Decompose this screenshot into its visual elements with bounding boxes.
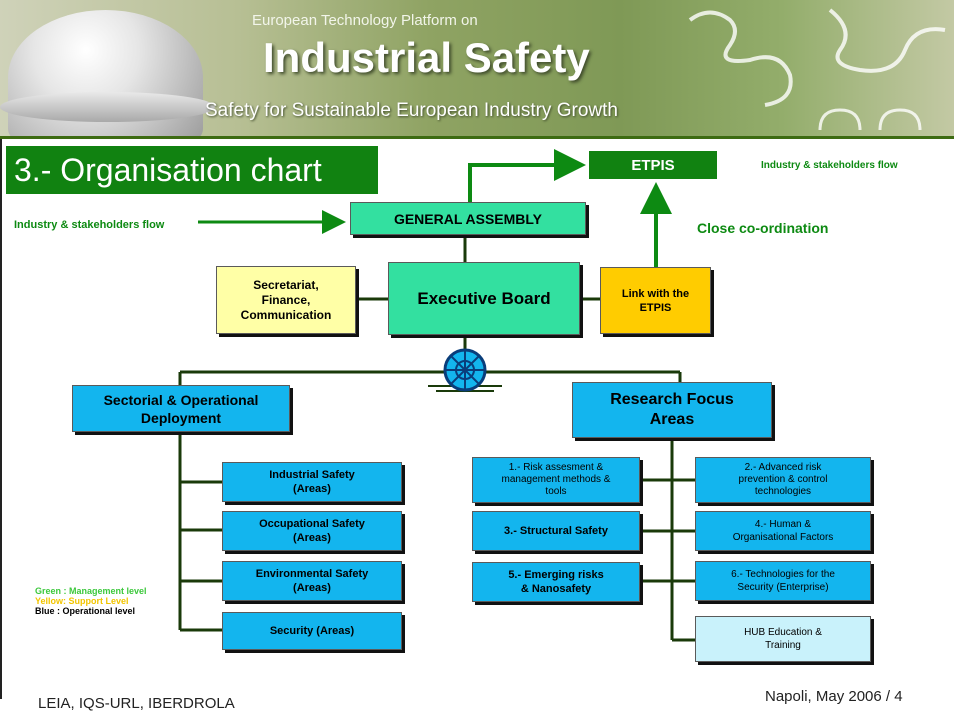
flow-label-left: Industry & stakeholders flow [14, 219, 165, 231]
general-assembly-box: GENERAL ASSEMBLY [350, 202, 586, 235]
legend-yellow: Yellow: Support Level [35, 596, 129, 606]
puzzle-pieces-icon [688, 8, 946, 131]
sectorial-item: Occupational Safety (Areas) [222, 511, 402, 551]
legend-blue: Blue : Operational level [35, 606, 136, 616]
header-divider [0, 136, 954, 139]
assembly-to-etpis-arrow [468, 149, 586, 202]
header-banner: European Technology Platform on Industri… [0, 0, 954, 136]
footer-credits: LEIA, IQS-URL, IBERDROLA [38, 695, 235, 712]
sectorial-deployment-box: Sectorial & Operational Deployment [72, 385, 290, 432]
executive-board-box: Executive Board [388, 262, 580, 335]
research-item: HUB Education & Training [695, 616, 871, 662]
research-focus-box: Research Focus Areas [572, 382, 772, 438]
sectorial-item: Environmental Safety (Areas) [222, 561, 402, 601]
close-coordination-label: Close co-ordination [697, 220, 829, 236]
research-item: 5.- Emerging risks & Nanosafety [472, 562, 640, 602]
etpis-box: ETPIS [589, 151, 717, 179]
legend-green: Green : Management level [35, 586, 147, 596]
research-item: 1.- Risk assesment & management methods … [472, 457, 640, 503]
footer-page-info: Napoli, May 2006 / 4 [765, 688, 903, 705]
research-item: 3.- Structural Safety [472, 511, 640, 551]
research-item: 2.- Advanced risk prevention & control t… [695, 457, 871, 503]
banner-subtitle: Safety for Sustainable European Industry… [205, 100, 618, 121]
link-etpis-box: Link with the ETPIS [600, 267, 711, 334]
secretariat-box: Secretariat, Finance, Communication [216, 266, 356, 334]
hard-hat-brim [0, 92, 215, 122]
sectorial-item: Industrial Safety (Areas) [222, 462, 402, 502]
research-item: 4.- Human & Organisational Factors [695, 511, 871, 551]
left-border [0, 139, 2, 699]
slide-title: 3.- Organisation chart [6, 146, 378, 194]
flow-label-right: Industry & stakeholders flow [761, 160, 898, 171]
banner-title: Industrial Safety [263, 34, 590, 81]
research-item: 6.- Technologies for the Security (Enter… [695, 561, 871, 601]
sectorial-item: Security (Areas) [222, 612, 402, 650]
banner-tagline: European Technology Platform on [252, 12, 478, 29]
hub-wheel-icon [443, 348, 487, 392]
legend: Green : Management level Yellow: Support… [35, 586, 155, 616]
